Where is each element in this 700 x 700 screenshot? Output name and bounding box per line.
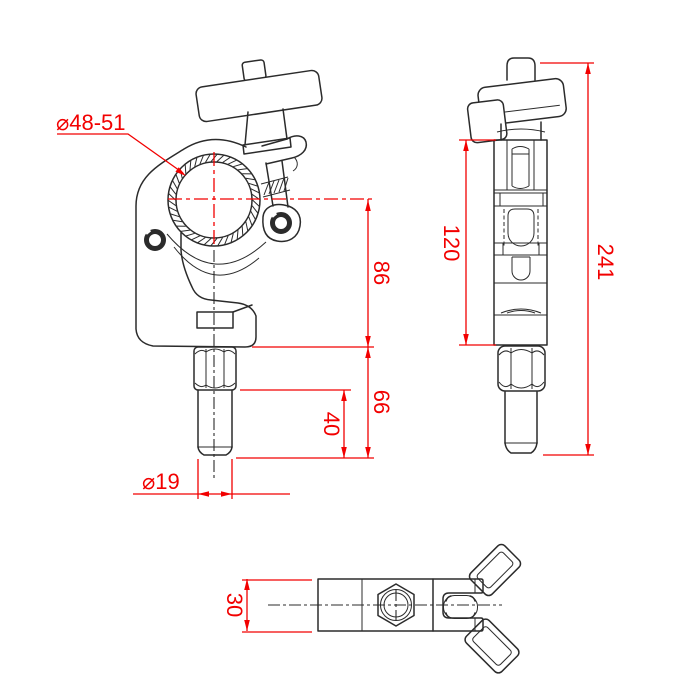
side-spigot-stud xyxy=(504,391,538,454)
rivet-hole-left xyxy=(140,224,166,251)
dim-120-label: 120 xyxy=(439,225,464,262)
dim-19: ⌀19 xyxy=(133,459,290,499)
pivot-lug xyxy=(262,203,302,243)
side-hex-flats xyxy=(497,345,546,392)
latch-assembly xyxy=(260,135,308,243)
side-knob-stub xyxy=(506,57,536,81)
front-view xyxy=(135,59,323,478)
hex-flats xyxy=(193,346,237,391)
dim-40-label: 40 xyxy=(319,412,344,436)
dim-bore-label: ⌀48-51 xyxy=(56,110,126,135)
thread-hatch xyxy=(260,176,291,198)
knob-shaft xyxy=(242,108,292,155)
dim-86-label: 86 xyxy=(369,261,394,285)
dim-120: 120 xyxy=(439,139,496,346)
spigot-stud xyxy=(197,389,233,456)
bottom-view xyxy=(268,543,522,674)
side-knob-neck xyxy=(496,121,546,141)
side-view xyxy=(466,57,567,454)
dimension-annotations: ⌀48-51 86 66 40 ⌀19 xyxy=(56,62,618,633)
bottom-wing-lower xyxy=(464,618,520,674)
dim-30-label: 30 xyxy=(222,593,247,617)
bolt-end-tongue xyxy=(443,595,478,619)
dim-30: 30 xyxy=(222,579,312,633)
dim-86-66: 86 66 xyxy=(236,199,394,459)
dim-241-label: 241 xyxy=(593,244,618,281)
dim-66-label: 66 xyxy=(369,390,394,414)
side-clamp-body xyxy=(493,139,548,346)
foot-nut xyxy=(196,311,234,329)
dim-19-label: ⌀19 xyxy=(142,469,180,494)
dim-40: 40 xyxy=(240,389,351,458)
knurled-ring-hatch xyxy=(168,154,260,246)
bottom-wing-upper xyxy=(468,543,522,597)
side-wing-knob xyxy=(466,77,567,144)
dim-241: 241 xyxy=(540,62,618,456)
rivet-hole-right xyxy=(266,207,292,234)
dim-bore: ⌀48-51 xyxy=(56,110,188,179)
clamp-body-outline xyxy=(135,138,267,348)
wing-knob xyxy=(195,69,323,123)
